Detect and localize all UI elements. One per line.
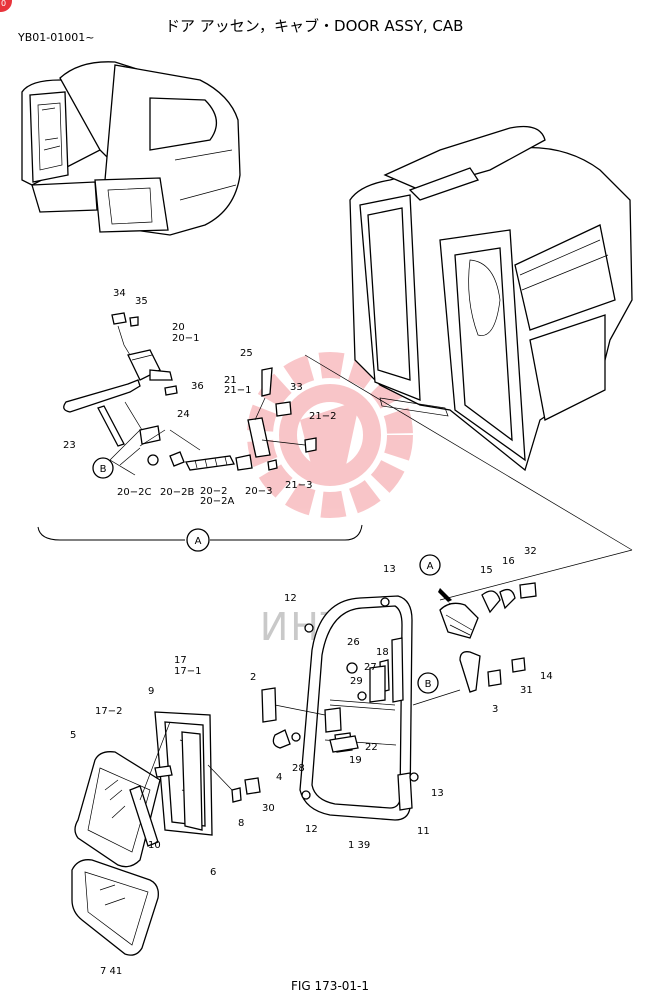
part-number: 5 (70, 730, 76, 741)
part-number: 22 (365, 742, 378, 753)
cab-overview-drawing (21, 61, 241, 236)
part-number: 21−2 (309, 411, 336, 422)
part-number: 20 (172, 322, 185, 333)
part-number: 29 (350, 676, 363, 687)
part-number: 2 (250, 672, 256, 683)
leader-lines (119, 354, 633, 801)
part-number: 34 (113, 288, 126, 299)
callout-b-label-linkage: B (100, 464, 107, 475)
part-number: 20−2B (160, 487, 194, 498)
part-number: 24 (177, 409, 190, 420)
part-number: 13 (431, 788, 444, 799)
svg-text:A: A (427, 561, 434, 572)
part-number: 36 (191, 381, 204, 392)
part-number: 17−2 (95, 706, 122, 717)
part-number: 28 (292, 763, 305, 774)
part-number: 8 (238, 818, 244, 829)
part-number: 14 (540, 671, 553, 682)
detail-a-lock-assembly: A (419, 554, 537, 639)
part-number: 17−1 (174, 666, 201, 677)
part-number: 21−1 (224, 385, 251, 396)
part-number: 4 (276, 772, 282, 783)
part-number: 21−3 (285, 480, 312, 491)
part-number: 3 (492, 704, 498, 715)
callout-b-label-door: B (425, 679, 432, 690)
part-number: 21 (224, 375, 237, 386)
part-number: 20−1 (172, 333, 199, 344)
door-hardware-drawing: B (261, 597, 526, 800)
part-number: 32 (524, 546, 537, 557)
part-number: 26 (347, 637, 360, 648)
part-number: 7 41 (100, 966, 122, 977)
detail-a-linkage: A (37, 312, 363, 552)
part-number: 16 (502, 556, 515, 567)
part-number: 27 (364, 662, 377, 673)
part-number: 31 (520, 685, 533, 696)
part-number: 30 (262, 803, 275, 814)
part-number: 20−2A (200, 496, 234, 507)
part-number: 13 (383, 564, 396, 575)
part-number: 20−2 (200, 486, 227, 497)
part-number: 10 (148, 840, 161, 851)
part-number: 12 (284, 593, 297, 604)
part-number: 20−2C (117, 487, 151, 498)
part-number: 11 (417, 826, 430, 837)
part-number: 18 (376, 647, 389, 658)
part-number: 19 (349, 755, 362, 766)
cab-frame-drawing (349, 125, 633, 472)
part-number: 17 (174, 655, 187, 666)
glass-panels-drawing (71, 711, 261, 956)
part-number: 9 (148, 686, 154, 697)
part-number: 25 (240, 348, 253, 359)
part-number: 20−3 (245, 486, 272, 497)
part-number: 1 39 (348, 840, 370, 851)
door-frame-drawing (299, 595, 413, 821)
part-number: 33 (290, 382, 303, 393)
watermark-gear-icon (247, 352, 413, 518)
part-number: 6 (210, 867, 216, 878)
part-number: 35 (135, 296, 148, 307)
page-title: ドア アッセン，キャブ・DOOR ASSY, CAB (165, 17, 464, 35)
part-number: 15 (480, 565, 493, 576)
part-number: 12 (305, 824, 318, 835)
part-number: 23 (63, 440, 76, 451)
serial-range: YB01-01001~ (18, 31, 95, 44)
figure-id: FIG 173-01-1 (290, 979, 370, 993)
part-number-labels: 34 35 20 20−1 36 25 21 21−1 33 24 21−2 2… (63, 288, 553, 977)
callout-a-label: A (195, 536, 202, 547)
